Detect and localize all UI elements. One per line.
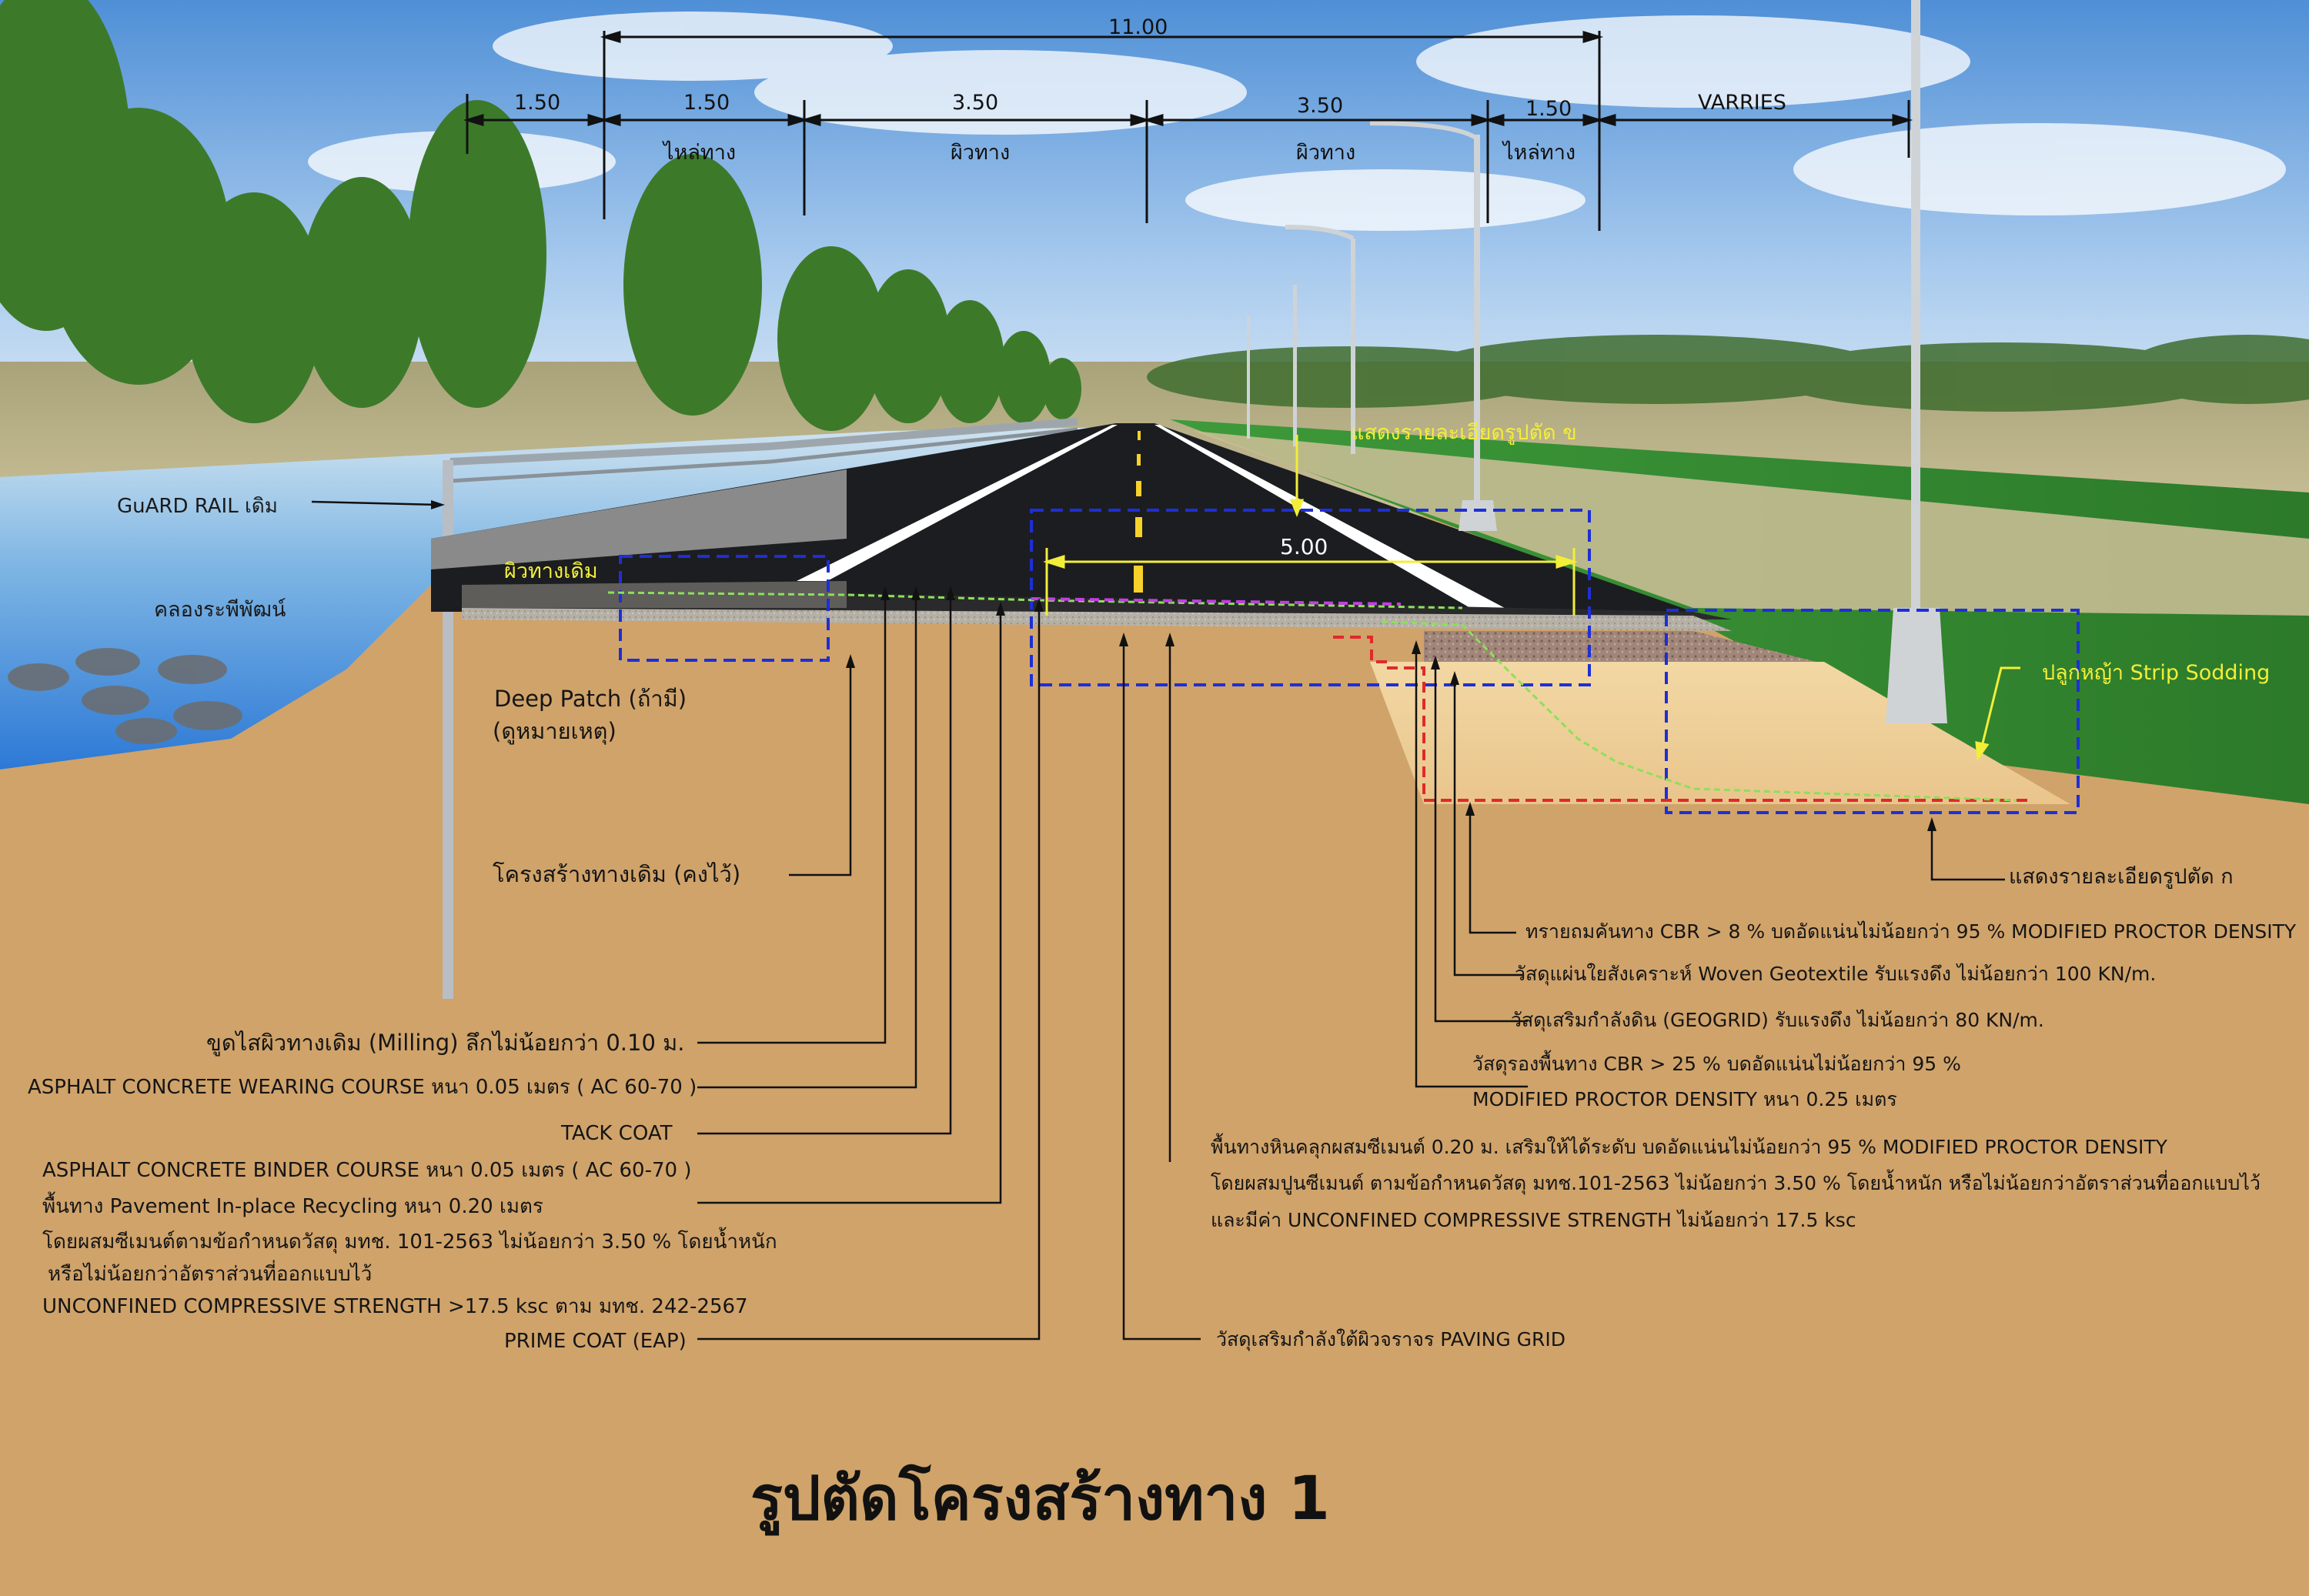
label-shoulder-left: ไหล่ทาง [663, 141, 737, 165]
note-cement-base-ucs: และมีค่า UNCONFINED COMPRESSIVE STRENGTH… [1211, 1209, 1856, 1231]
note-milling: ขูดไสผิวทางเดิม (Milling) ลึกไม่น้อยกว่า… [206, 1030, 685, 1056]
note-mix-ratio: หรือไม่น้อยกว่าอัตราส่วนที่ออกแบบไว้ [48, 1263, 373, 1286]
label-lane-left: ผิวทาง [951, 141, 1011, 165]
page-title: รูปตัดโครงสร้างทาง 1 [750, 1464, 1330, 1534]
label-deep-patch-note: (ดูหมายเหตุ) [493, 718, 617, 744]
label-detail-a: แสดงรายละเอียดรูปตัด ก [2009, 865, 2234, 889]
dim-seg4: 3.50 [1297, 94, 1344, 118]
label-lane-right: ผิวทาง [1296, 141, 1356, 165]
note-embankment-sand: ทรายถมคันทาง CBR > 8 % บดอัดแน่นไม่น้อยก… [1525, 920, 2297, 943]
note-cement-base-mix: โดยผสมปูนซีเมนต์ ตามข้อกำหนดวัสดุ มทช.10… [1211, 1172, 2261, 1194]
note-geogrid: วัสดุเสริมกำลังดิน (GEOGRID) รับแรงดึง ไ… [1511, 1009, 2044, 1031]
note-wearing-course: ASPHALT CONCRETE WEARING COURSE หนา 0.05… [28, 1076, 697, 1099]
label-existing-surface: ผิวทางเดิม [504, 559, 598, 583]
label-strip-sodding: ปลูกหญ้า Strip Sodding [2042, 661, 2271, 685]
label-shoulder-right: ไหล่ทาง [1503, 141, 1576, 165]
note-subbase: วัสดุรองพื้นทาง CBR > 25 % บดอัดแน่นไม่น… [1472, 1053, 1961, 1075]
dim-seg5: 1.50 [1525, 97, 1572, 121]
note-geotextile: วัสดุแผ่นใยสังเคราะห์ Woven Geotextile ร… [1515, 963, 2157, 985]
note-paving-grid: วัสดุเสริมกำลังใต้ผิวจราจร PAVING GRID [1216, 1328, 1566, 1351]
label-detail-b: แสดงรายละเอียดรูปตัด ข [1351, 421, 1577, 445]
note-cement-base: พื้นทางหินคลุกผสมซีเมนต์ 0.20 ม. เสริมให… [1211, 1136, 2167, 1158]
label-canal: คลองระพีพัฒน์ [154, 598, 286, 622]
note-binder-course: ASPHALT CONCRETE BINDER COURSE หนา 0.05 … [42, 1159, 692, 1182]
label-guard-rail: GuARD RAIL เดิม [117, 495, 278, 518]
dim-seg2: 1.50 [683, 91, 730, 115]
dim-total: 11.00 [1108, 15, 1168, 39]
note-subbase-density: MODIFIED PROCTOR DENSITY หนา 0.25 เมตร [1472, 1088, 1897, 1110]
note-tack-coat: TACK COAT [561, 1122, 673, 1145]
label-existing-structure: โครงสร้างทางเดิม (คงไว้) [493, 861, 741, 887]
note-cement-mix: โดยผสมซีเมนต์ตามข้อกำหนดวัสดุ มทช. 101-2… [42, 1230, 777, 1254]
note-recycling: พื้นทาง Pavement In-place Recycling หนา … [42, 1195, 543, 1218]
label-deep-patch: Deep Patch (ถ้ามี) [494, 686, 687, 712]
dim-seg3: 3.50 [952, 91, 999, 115]
note-prime-coat: PRIME COAT (EAP) [504, 1330, 687, 1353]
dim-seg6: VARRIES [1698, 91, 1786, 115]
dim-detail-width: 5.00 [1280, 534, 1328, 559]
note-ucs: UNCONFINED COMPRESSIVE STRENGTH >17.5 ks… [42, 1295, 748, 1318]
dim-seg1: 1.50 [514, 91, 561, 115]
